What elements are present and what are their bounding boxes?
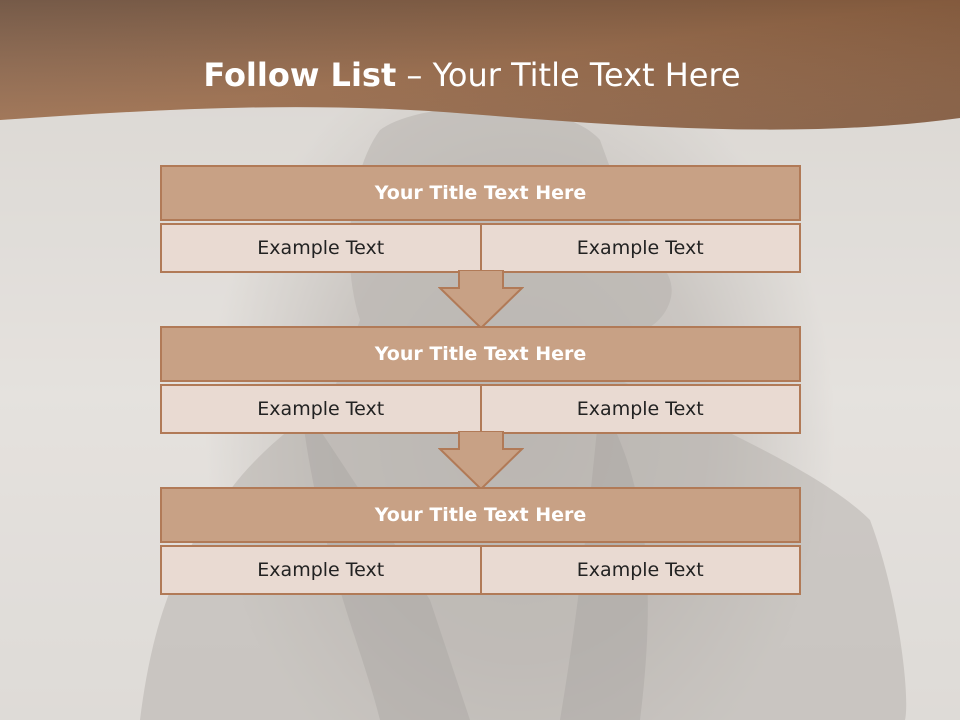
header-band: [0, 0, 960, 130]
step-1-right-text: Example Text: [481, 223, 801, 273]
step-3-left-text: Example Text: [160, 545, 482, 595]
down-arrow-icon: [438, 270, 524, 330]
step-1-row: Example Text Example Text: [160, 223, 801, 273]
step-3-row: Example Text Example Text: [160, 545, 801, 595]
step-1-title: Your Title Text Here: [160, 165, 801, 221]
step-3-title: Your Title Text Here: [160, 487, 801, 543]
step-2-right-text: Example Text: [481, 384, 801, 434]
down-arrow-icon: [438, 431, 524, 491]
step-1-left-text: Example Text: [160, 223, 482, 273]
slide-title: Follow List – Your Title Text Here: [0, 54, 944, 96]
title-rest: – Your Title Text Here: [406, 56, 741, 94]
title-bold: Follow List: [203, 56, 397, 94]
step-2-left-text: Example Text: [160, 384, 482, 434]
step-block-3: Your Title Text Here Example Text Exampl…: [160, 487, 801, 595]
step-block-1: Your Title Text Here Example Text Exampl…: [160, 165, 801, 273]
step-3-right-text: Example Text: [481, 545, 801, 595]
step-block-2: Your Title Text Here Example Text Exampl…: [160, 326, 801, 434]
step-2-title: Your Title Text Here: [160, 326, 801, 382]
step-2-row: Example Text Example Text: [160, 384, 801, 434]
